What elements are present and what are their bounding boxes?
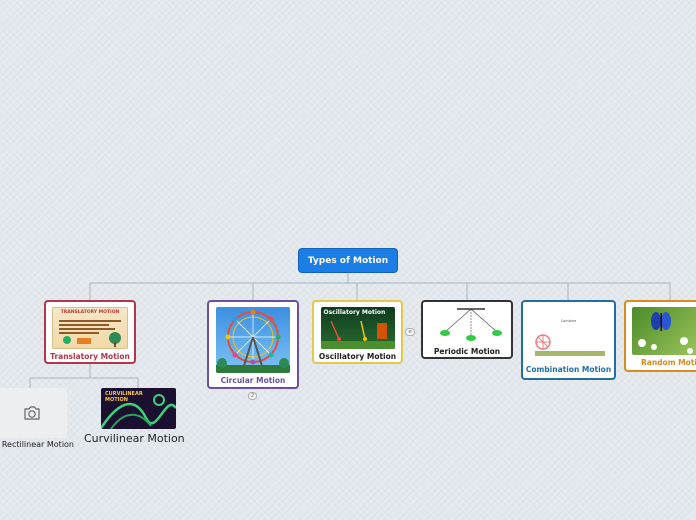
combination-motion-image: Combine: [531, 307, 607, 363]
topic-combination-motion[interactable]: Combine Combination Motion: [521, 300, 616, 380]
subtopic-rectilinear-motion[interactable]: [0, 388, 67, 438]
topic-label: Random Motion: [641, 358, 696, 367]
root-topic-label: Types of Motion: [308, 256, 388, 266]
oscillatory-motion-image: Oscillatory Motion: [321, 307, 395, 349]
topic-label: Combination Motion: [526, 365, 611, 374]
notes-badge[interactable]: ≡: [405, 328, 415, 336]
topic-translatory-motion[interactable]: TRANSLATORY MOTION Translatory Motion: [44, 300, 136, 364]
topic-label: Circular Motion: [221, 376, 286, 385]
subtopic-label: Curvilinear Motion: [84, 432, 185, 445]
topic-label: Oscillatory Motion: [319, 352, 396, 361]
pendulum-diagram: [427, 306, 507, 346]
butterfly-art: [632, 307, 696, 355]
translatory-motion-image: TRANSLATORY MOTION: [52, 307, 128, 349]
topic-random-motion[interactable]: Random Motion: [624, 300, 696, 372]
translatory-image-art: [53, 316, 127, 348]
topic-oscillatory-motion[interactable]: Oscillatory Motion Oscillatory Motion: [312, 300, 403, 364]
ferris-wheel-art: [216, 307, 290, 373]
subtopic-curvilinear-motion-image[interactable]: CURVILINEAR MOTION: [101, 388, 176, 429]
topic-label: Translatory Motion: [50, 352, 130, 361]
rolling-wheel-art: [531, 307, 607, 363]
collapsed-children-badge[interactable]: 2: [248, 392, 257, 400]
oscillatory-image-title: Oscillatory Motion: [324, 309, 395, 316]
butterfly-image: [632, 307, 696, 355]
ferris-wheel-image: [216, 307, 290, 373]
topic-label: Periodic Motion: [434, 347, 500, 356]
translatory-image-title: TRANSLATORY MOTION: [53, 310, 127, 315]
topic-circular-motion[interactable]: Circular Motion: [207, 300, 299, 389]
camera-icon: [22, 405, 42, 421]
root-topic[interactable]: Types of Motion: [298, 248, 398, 273]
oscillatory-image-art: [321, 319, 395, 349]
topic-periodic-motion[interactable]: Periodic Motion: [421, 300, 513, 359]
curvilinear-image-title: CURVILINEAR MOTION: [105, 391, 143, 403]
subtopic-label: Rectilinear Motion: [0, 440, 74, 449]
